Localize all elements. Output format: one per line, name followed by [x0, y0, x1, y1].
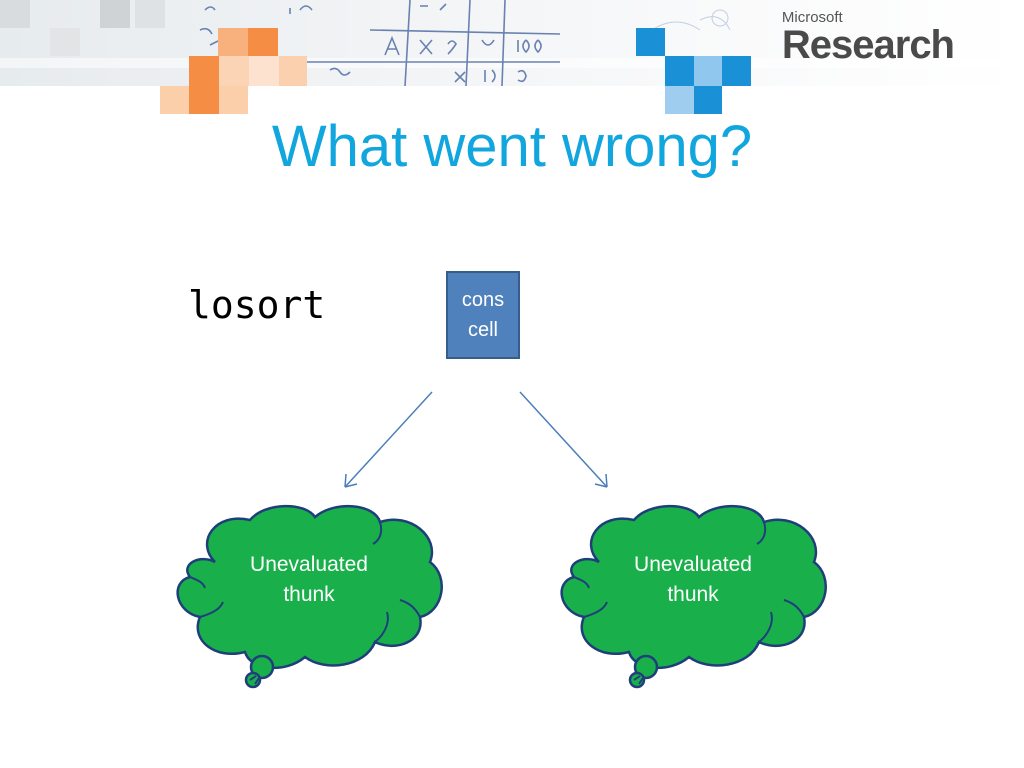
- left-arrowhead: [344, 473, 358, 488]
- right-arrowhead: [594, 473, 608, 488]
- cons-cell-label: cons cell: [461, 289, 505, 341]
- cloud-text-right: Unevaluated thunk: [634, 553, 752, 606]
- cloud-shape-icon: [176, 504, 443, 689]
- right-arrow: [519, 391, 608, 488]
- slide-title: What went wrong?: [271, 114, 753, 179]
- microsoft-research-logo: Microsoft Research: [781, 9, 955, 67]
- thought-cloud-right: Unevaluated thunk: [559, 502, 827, 690]
- thought-cloud-left: Unevaluated thunk: [175, 502, 443, 690]
- logo-company: Microsoft: [781, 9, 843, 26]
- logo-division: Research: [781, 23, 955, 67]
- cloud-shape-icon: [560, 504, 827, 689]
- header-banner: [0, 0, 1024, 86]
- cons-cell-box: cons cell: [446, 271, 520, 359]
- cloud-text-left: Unevaluated thunk: [250, 553, 368, 606]
- banner-graphic: [0, 0, 1024, 86]
- left-arrow: [344, 391, 433, 488]
- code-label: losort: [188, 283, 326, 327]
